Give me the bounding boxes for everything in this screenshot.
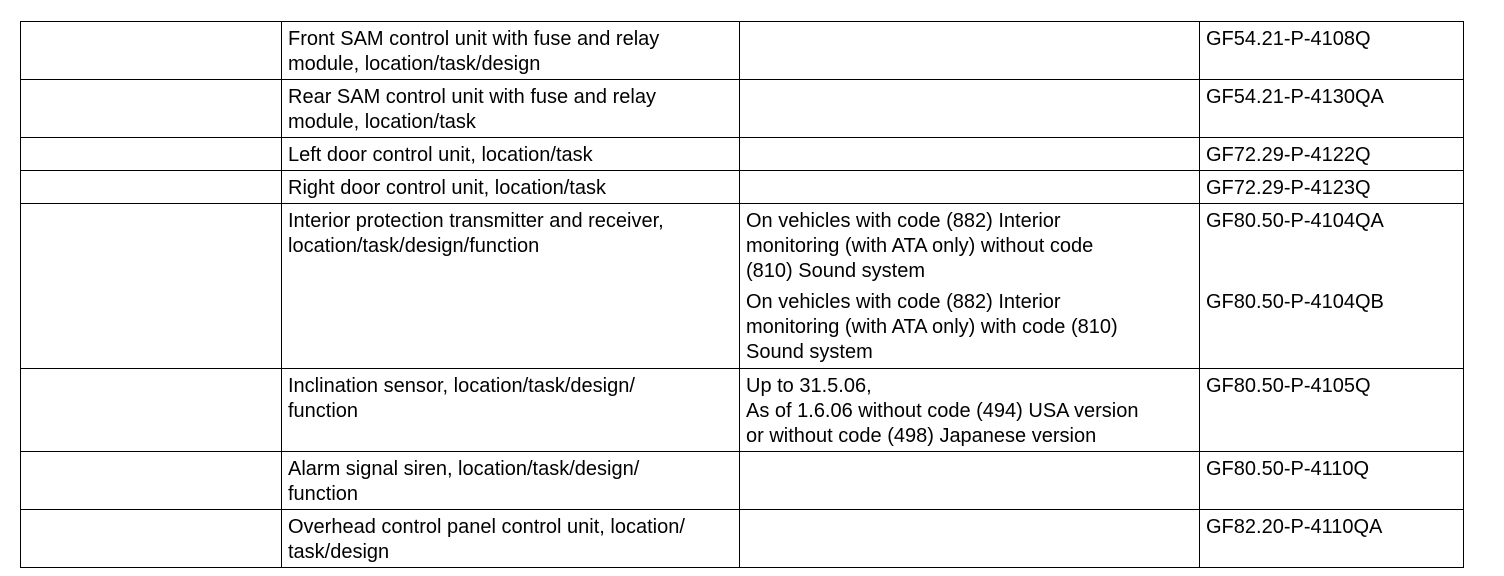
table-row: Inclination sensor, location/task/design… — [20, 368, 1464, 452]
component-description: Alarm signal siren, location/task/design… — [281, 451, 740, 510]
document-reference: GF54.21-P-4108Q — [1199, 21, 1464, 80]
blank-cell — [20, 368, 282, 452]
document-reference: GF80.50-P-4105Q — [1199, 368, 1464, 452]
condition-text: Up to 31.5.06, As of 1.6.06 without code… — [746, 375, 1139, 447]
blank-cell — [20, 509, 282, 568]
component-description: Inclination sensor, location/task/design… — [281, 368, 740, 452]
blank-cell — [20, 203, 282, 369]
component-description: Overhead control panel control unit, loc… — [281, 509, 740, 568]
document-reference: GF80.50-P-4104QA — [1206, 210, 1384, 232]
component-description: Right door control unit, location/task — [281, 170, 740, 204]
component-description: Rear SAM control unit with fuse and rela… — [281, 79, 740, 138]
blank-cell — [20, 137, 282, 171]
blank-cell — [20, 170, 282, 204]
table-row: Interior protection transmitter and rece… — [20, 203, 1464, 369]
document-reference: GF72.29-P-4123Q — [1199, 170, 1464, 204]
document-reference: GF82.20-P-4110QA — [1199, 509, 1464, 568]
component-description: Interior protection transmitter and rece… — [281, 203, 740, 369]
condition-text: On vehicles with code (882) Interior mon… — [746, 291, 1118, 363]
condition-cell — [739, 170, 1200, 204]
document-reference: GF80.50-P-4104QB — [1206, 291, 1384, 313]
table-row: Overhead control panel control unit, loc… — [20, 509, 1464, 568]
table-row: Front SAM control unit with fuse and rel… — [20, 21, 1464, 80]
table-row: Left door control unit, location/task GF… — [20, 137, 1464, 171]
condition-cell — [739, 21, 1200, 80]
document-reference: GF54.21-P-4130QA — [1199, 79, 1464, 138]
condition-cell — [739, 79, 1200, 138]
condition-text: On vehicles with code (882) Interior mon… — [746, 210, 1094, 282]
condition-cell: Up to 31.5.06, As of 1.6.06 without code… — [739, 368, 1200, 452]
document-reference: GF80.50-P-4110Q — [1199, 451, 1464, 510]
reference-table: Front SAM control unit with fuse and rel… — [20, 21, 1464, 568]
condition-cell — [739, 451, 1200, 510]
blank-cell — [20, 79, 282, 138]
document-reference-cell: GF80.50-P-4104QA GF80.50-P-4104QB — [1199, 203, 1464, 369]
table-row: Alarm signal siren, location/task/design… — [20, 451, 1464, 510]
condition-cell: On vehicles with code (882) Interior mon… — [739, 203, 1200, 369]
component-description: Front SAM control unit with fuse and rel… — [281, 21, 740, 80]
condition-cell — [739, 137, 1200, 171]
blank-cell — [20, 451, 282, 510]
component-description: Left door control unit, location/task — [281, 137, 740, 171]
table-row: Right door control unit, location/task G… — [20, 170, 1464, 204]
document-reference: GF72.29-P-4122Q — [1199, 137, 1464, 171]
blank-cell — [20, 21, 282, 80]
table-row: Rear SAM control unit with fuse and rela… — [20, 79, 1464, 138]
condition-cell — [739, 509, 1200, 568]
